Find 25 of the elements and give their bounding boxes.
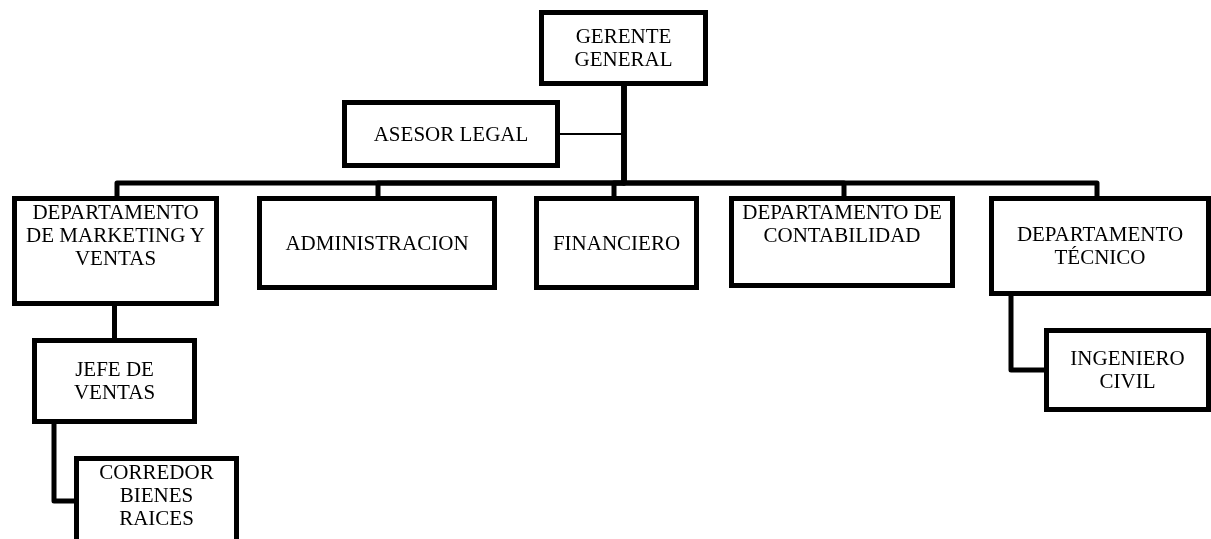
org-box <box>32 338 197 424</box>
position-label: ADMINISTRACION <box>285 231 469 255</box>
connector-line <box>112 306 117 338</box>
org-box <box>534 196 699 290</box>
org-box <box>257 196 497 290</box>
connector-line <box>559 133 625 135</box>
position-label: DEPARTAMENTO TÉCNICO <box>1015 223 1185 269</box>
org-box <box>539 10 708 86</box>
position-label: DEPARTAMENTO DE MARKETING Y VENTAS <box>25 201 206 270</box>
org-box <box>989 196 1211 296</box>
connector-line <box>621 86 1100 196</box>
org-box <box>342 100 560 168</box>
connector-line <box>1008 296 1044 373</box>
position-label: JEFE DE VENTAS <box>72 358 157 404</box>
connector-line <box>51 424 74 504</box>
position-label: INGENIERO CIVIL <box>1069 347 1186 393</box>
position-label: DEPARTAMENTO DE CONTABILIDAD <box>741 201 943 247</box>
position-label: FINANCIERO <box>552 231 681 255</box>
org-box <box>74 456 239 539</box>
position-label: CORREDOR BIENES RAICES <box>98 461 215 530</box>
org-box <box>729 196 955 288</box>
org-box <box>1044 328 1211 412</box>
position-label: ASESOR LEGAL <box>373 122 529 146</box>
position-label: GERENTE GENERAL <box>573 25 674 71</box>
org-box <box>12 196 219 306</box>
